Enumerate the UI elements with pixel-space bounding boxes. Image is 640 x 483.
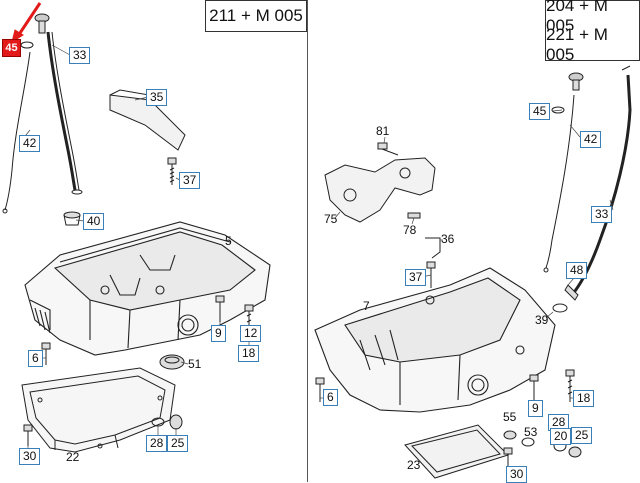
callout-37-right[interactable]: 37 [405, 269, 427, 286]
callout-28[interactable]: 28 [146, 435, 168, 452]
model-code-left: 211 + M 005 [205, 0, 307, 32]
callout-35[interactable]: 35 [146, 89, 168, 106]
panel-divider [307, 0, 308, 482]
callout-42[interactable]: 42 [19, 135, 41, 152]
callout-45[interactable]: 45 [529, 103, 551, 120]
engine-mount-bracket [324, 157, 436, 223]
bolt-icon [167, 157, 177, 185]
callout-30-right[interactable]: 30 [506, 466, 528, 483]
callout-28-right[interactable]: 28 [548, 414, 570, 431]
callout-36[interactable]: 36 [441, 232, 455, 246]
callout-5[interactable]: 5 [225, 234, 232, 248]
bolt-icon [215, 295, 225, 322]
gasket-plate [404, 424, 509, 479]
callout-42-right[interactable]: 42 [580, 131, 602, 148]
upper-oil-pan-right [314, 267, 556, 413]
bolt-icon [23, 424, 33, 446]
callout-51[interactable]: 51 [188, 357, 202, 371]
callout-81[interactable]: 81 [376, 124, 390, 138]
callout-23[interactable]: 23 [407, 458, 421, 472]
callout-33[interactable]: 33 [69, 47, 91, 64]
bolt-icon [377, 142, 399, 156]
highlight-arrow-icon [11, 2, 42, 44]
callout-39[interactable]: 39 [535, 313, 549, 327]
lower-oil-pan-left [21, 367, 176, 453]
callout-9-right[interactable]: 9 [528, 400, 543, 417]
callout-37[interactable]: 37 [179, 172, 201, 189]
callout-18-right[interactable]: 18 [573, 390, 595, 407]
bolt-icon [529, 374, 539, 400]
callout-75[interactable]: 75 [324, 212, 338, 226]
upper-oil-pan-left [24, 221, 271, 356]
callout-18[interactable]: 18 [238, 345, 260, 362]
callout-45-highlighted[interactable]: 45 [2, 39, 21, 57]
callout-78[interactable]: 78 [403, 223, 417, 237]
bolt-icon [426, 261, 436, 288]
callout-20[interactable]: 20 [550, 428, 572, 445]
callout-53[interactable]: 53 [524, 425, 538, 439]
callout-55[interactable]: 55 [503, 410, 517, 424]
model-code-right-2: 221 + M 005 [545, 25, 640, 64]
model-code-right-1: 204 + M 005 [545, 0, 640, 35]
bolt-icon [503, 447, 513, 466]
callout-25[interactable]: 25 [167, 435, 189, 452]
callout-48[interactable]: 48 [566, 262, 588, 279]
callout-30[interactable]: 30 [19, 448, 41, 465]
callout-25-right[interactable]: 25 [571, 427, 593, 444]
callout-40[interactable]: 40 [83, 213, 105, 230]
bolt-icon [315, 377, 325, 402]
dipstick-cap-icon [568, 72, 584, 91]
dipstick-cap-icon [34, 13, 50, 34]
callout-6-right[interactable]: 6 [323, 389, 338, 406]
callout-12[interactable]: 12 [240, 325, 262, 342]
callout-6[interactable]: 6 [28, 350, 43, 367]
callout-33-right[interactable]: 33 [591, 206, 613, 223]
callout-9[interactable]: 9 [211, 325, 226, 342]
callout-7[interactable]: 7 [363, 299, 370, 313]
bolt-icon [41, 342, 51, 365]
callout-22[interactable]: 22 [66, 450, 80, 464]
